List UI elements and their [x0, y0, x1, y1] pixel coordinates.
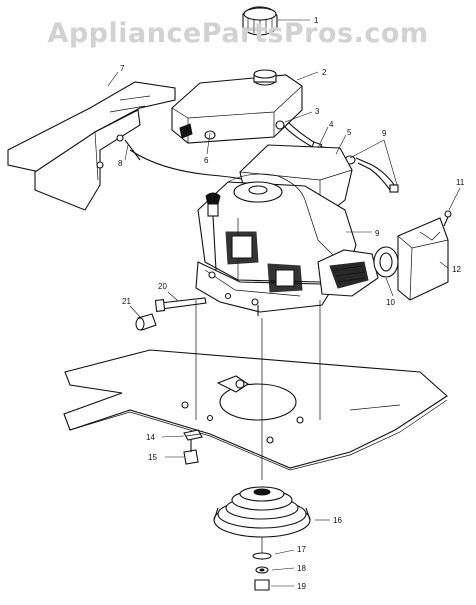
callout-7: 7	[120, 64, 125, 73]
engine	[195, 144, 379, 316]
engine-pulley	[213, 486, 311, 538]
callout-15: 15	[148, 453, 157, 462]
callout-10: 10	[386, 298, 395, 307]
pulley-hardware	[252, 552, 272, 591]
callout-4: 4	[329, 120, 334, 129]
callout-17: 17	[297, 545, 306, 554]
callout-2: 2	[322, 68, 327, 77]
callout-3: 3	[315, 107, 320, 116]
washer-and-bolt	[183, 429, 203, 465]
exhaust-gasket	[373, 246, 399, 278]
chassis-frame	[63, 349, 448, 471]
callout-1: 1	[314, 16, 319, 25]
fuel-tank	[171, 69, 303, 144]
leader-lines	[107, 19, 461, 587]
callout-6: 6	[204, 156, 209, 165]
callout-19: 19	[297, 582, 306, 591]
callout-9-engine: 9	[375, 229, 380, 238]
callout-5: 5	[347, 128, 352, 137]
fuel-cap	[242, 6, 278, 36]
callout-11: 11	[456, 178, 465, 187]
mounting-bolt	[135, 297, 207, 331]
heat-shield	[397, 210, 452, 301]
callout-21: 21	[122, 297, 131, 306]
callout-18: 18	[297, 564, 306, 573]
callout-12: 12	[452, 265, 461, 274]
callout-labels: 1 2 3 4 5 6 7 8 9 9 10 11 12 14 15 16 17…	[118, 16, 465, 591]
callout-8: 8	[118, 159, 123, 168]
callout-16: 16	[333, 516, 342, 525]
callout-20: 20	[158, 282, 167, 291]
callout-9-fuel-line: 9	[382, 129, 387, 138]
callout-14: 14	[146, 433, 155, 442]
dash-panel	[7, 81, 251, 211]
